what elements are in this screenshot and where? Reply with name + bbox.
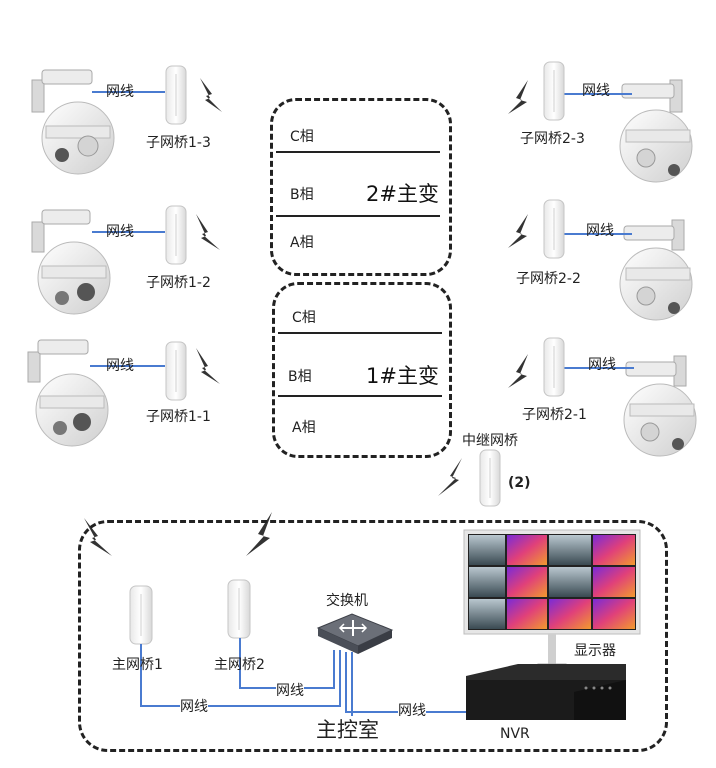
transformer-1-title: 1#主变: [366, 364, 439, 388]
transformer-1-box: [272, 282, 452, 458]
main-bridge-1-label: 主网桥1: [112, 657, 163, 673]
wire-label: 网线: [586, 223, 614, 239]
wireless-icon: [508, 80, 528, 114]
relay-bridge: [479, 449, 501, 507]
bridge-label-2-1: 子网桥2-1: [522, 407, 587, 423]
wireless-icon: [200, 78, 222, 112]
wire-label: 网线: [582, 83, 610, 99]
switch-device: [316, 613, 394, 654]
wire-label: 网线: [398, 700, 426, 720]
wireless-icon: [508, 214, 528, 248]
transformer-2-title: 2#主变: [366, 182, 439, 206]
phase-c-label: C相: [292, 310, 316, 326]
divider: [276, 215, 440, 217]
main-bridge-2-label: 主网桥2: [214, 657, 265, 673]
wire-label: 网线: [276, 680, 304, 700]
bridge-left-1-2: [165, 205, 187, 265]
wire-label: 网线: [588, 357, 616, 373]
wire-label: 网线: [106, 358, 134, 374]
display-label: 显示器: [574, 643, 616, 659]
wire-label: 网线: [106, 224, 134, 240]
wireless-icon: [196, 348, 220, 384]
camera-left-1-3: [31, 69, 115, 175]
control-room-box: [78, 520, 668, 752]
monitor-device: [463, 529, 641, 677]
wireless-icon: [508, 354, 528, 388]
wireless-icon: [196, 214, 220, 250]
camera-left-1-2: [31, 209, 111, 315]
bridge-left-1-1: [165, 341, 187, 401]
phase-a-label: A相: [292, 420, 316, 436]
divider: [278, 332, 442, 334]
phase-a-label: A相: [290, 235, 314, 251]
wireless-icon: [246, 512, 272, 556]
phase-b-label: B相: [288, 369, 312, 385]
bridge-label-1-2: 子网桥1-2: [146, 275, 211, 291]
switch-label: 交换机: [326, 593, 368, 609]
relay-bridge-count: (2): [508, 475, 531, 491]
bridge-label-2-2: 子网桥2-2: [516, 271, 581, 287]
relay-bridge-label: 中继网桥: [462, 433, 518, 449]
camera-right-2-2: [619, 219, 693, 321]
nvr-label: NVR: [500, 726, 530, 742]
phase-c-label: C相: [290, 129, 314, 145]
control-room-title: 主控室: [316, 718, 379, 742]
bridge-right-2-1: [543, 337, 565, 397]
camera-right-2-3: [619, 79, 693, 183]
camera-left-1-1: [27, 339, 109, 447]
wire-label: 网线: [106, 84, 134, 100]
bridge-label-1-3: 子网桥1-3: [146, 135, 211, 151]
bridge-right-2-3: [543, 61, 565, 121]
phase-b-label: B相: [290, 187, 314, 203]
bridge-label-2-3: 子网桥2-3: [520, 131, 585, 147]
bridge-right-2-2: [543, 199, 565, 259]
wireless-icon: [438, 458, 462, 496]
wire-label: 网线: [180, 696, 208, 716]
nvr-device: [466, 664, 626, 720]
camera-right-2-1: [623, 355, 697, 457]
transformer-2-box: [270, 98, 452, 276]
divider: [278, 395, 442, 397]
bridge-label-1-1: 子网桥1-1: [146, 409, 211, 425]
bridge-left-1-3: [165, 65, 187, 125]
divider: [276, 151, 440, 153]
